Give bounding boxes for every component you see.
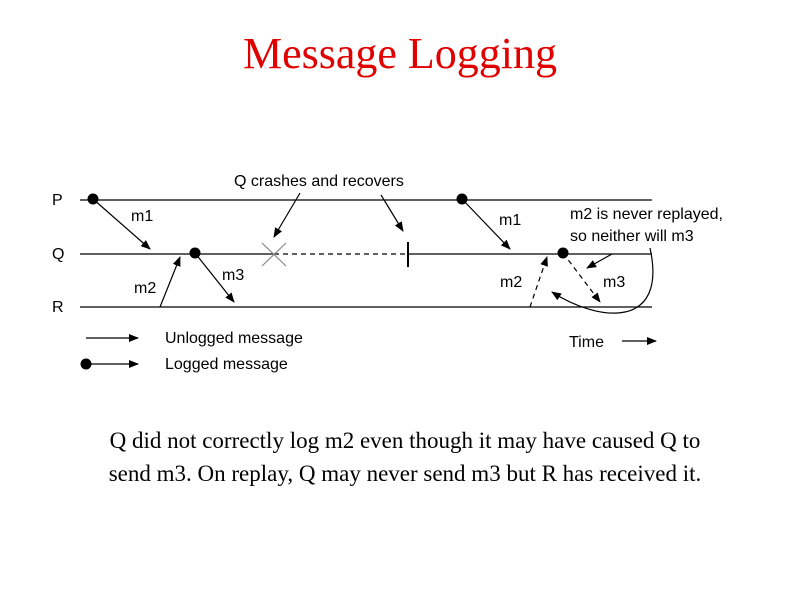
process-label-r: R: [52, 299, 64, 316]
process-label-q: Q: [52, 246, 64, 263]
caption: Q did not correctly log m2 even though i…: [40, 424, 770, 490]
message-label-m1-first: m1: [131, 208, 153, 225]
message-label-m3-first: m3: [222, 267, 244, 284]
message-arrow-m3-first: [194, 252, 235, 303]
crash-recover-label: Q crashes and recovers: [234, 173, 404, 190]
message-arrow-m3-replay-dashed: [562, 252, 601, 303]
crash-x-icon: [261, 242, 287, 267]
note-line-1: m2 is never replayed,: [570, 206, 723, 223]
note-pointer-arrow: [586, 253, 613, 269]
message-arrow-m2-replay-dashed: [529, 256, 548, 308]
message-arrow-m1-replay: [461, 198, 511, 250]
recover-pointer-arrow: [380, 194, 404, 232]
legend-logged-label: Logged message: [165, 356, 288, 373]
message-arrow-m1-first: [92, 198, 151, 250]
message-arrow-m2-first: [159, 256, 181, 308]
process-label-p: P: [52, 192, 63, 209]
caption-line-1: Q did not correctly log m2 even though i…: [109, 428, 701, 453]
note-curved-arrow: [551, 247, 654, 314]
message-label-m3-replay: m3: [603, 274, 625, 291]
time-label: Time: [569, 334, 604, 351]
message-label-m2-first: m2: [134, 280, 156, 297]
note-line-2: so neither will m3: [570, 228, 694, 245]
slide-title: Message Logging: [242, 29, 558, 78]
crash-pointer-arrow: [273, 192, 301, 238]
message-label-m2-replay: m2: [500, 274, 522, 291]
caption-line-2: send m3. On replay, Q may never send m3 …: [108, 461, 702, 486]
legend-unlogged-label: Unlogged message: [165, 330, 303, 347]
message-label-m1-replay: m1: [499, 212, 521, 229]
